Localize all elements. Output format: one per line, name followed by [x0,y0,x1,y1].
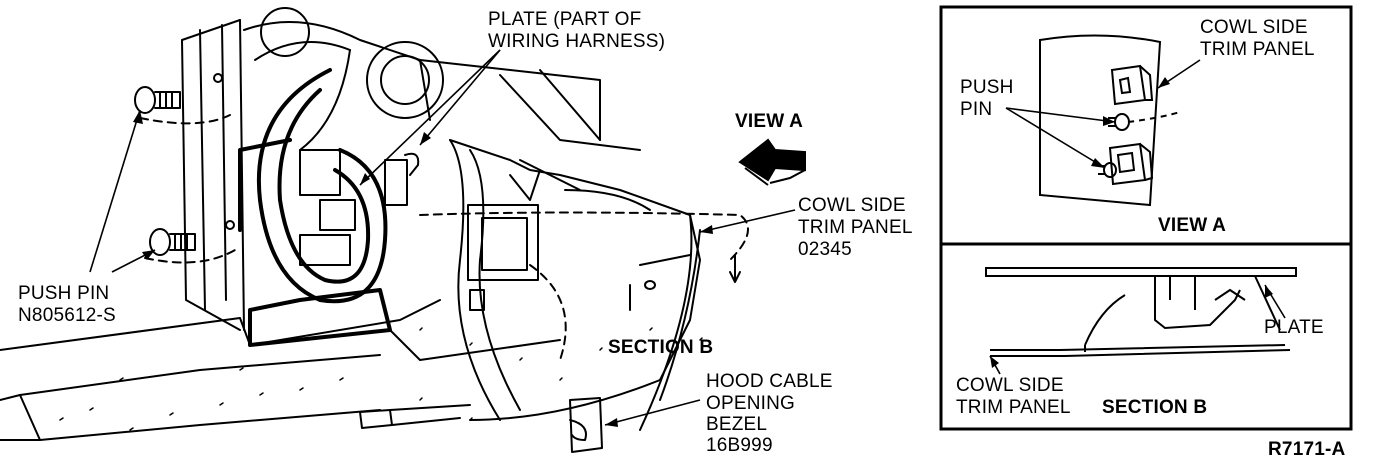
callout-cowl-part-number: 02345 [798,239,852,260]
wiring-harness [238,68,392,347]
inset-frame [939,5,1353,431]
main-illustration [0,7,749,453]
leader-arrowheads [133,110,713,427]
dash-cutout-left [260,7,310,57]
hood-cable-bezel [569,397,603,453]
leader-plate-2 [359,49,501,186]
leader-lines-main [89,49,796,426]
callout-push-pin-line1: PUSH PIN [18,283,110,304]
floor-texture [59,327,703,431]
view-a-direction-arrow [738,138,806,186]
plate-fastener [629,254,741,311]
pin-dash-upper [139,114,231,125]
inset-a-cowl-line2: TRIM PANEL [1200,39,1315,60]
callout-hood-line2: OPENING [706,393,796,414]
inset-a-push-line1: PUSH [960,77,1014,98]
inset-b-plate: PLATE [1264,317,1324,338]
pin-hole-upper [213,73,223,83]
floor-sill [0,299,561,441]
inset-b-cowl-line2: TRIM PANEL [956,397,1071,418]
label-section-b-main: SECTION B [608,337,714,358]
inset-section-b-art [985,267,1297,357]
leader-hood [604,399,701,426]
inset-b-caption: SECTION B [1102,397,1208,418]
push-pin-lower [149,228,196,256]
inset-a-cowl-line1: COWL SIDE [1200,17,1308,38]
inset-view-a-art [1039,34,1181,207]
inset-a-caption: VIEW A [1158,215,1227,236]
label-view-a-arrow: VIEW A [735,111,804,132]
leader-plate-1 [419,49,501,146]
callout-plate-line1: PLATE (PART OF [488,9,642,30]
section-b-trim-panel [990,344,1291,357]
trim-panel-pocket [467,204,539,281]
dash-cutout-right-inner [380,55,430,105]
dash-cutout-right [366,41,444,119]
inset-clip-lower [1108,142,1154,186]
pin-hole-lower [225,220,235,230]
push-pin-upper [134,86,181,114]
small-clip [469,289,485,311]
harness-connectors [299,149,420,266]
callout-hood-part-number: 16B999 [706,435,773,456]
pin-dash-lower [144,249,236,264]
cowl-panel-dashed [419,211,749,261]
leader-push-pin-upper [89,109,141,273]
callout-hood-line1: HOOD CABLE [706,371,833,392]
hood-cable-bracket [359,404,471,429]
cowl-side-trim-panel [449,139,701,431]
inset-view-a-leaders [1005,59,1201,169]
door-pillar [181,19,245,331]
callout-hood-line3: BEZEL [706,414,768,435]
figure-id: R7171-A [1268,439,1346,460]
inset-b-cowl-line1: COWL SIDE [956,375,1064,396]
inset-clip-upper [1110,64,1154,106]
callout-push-pin-line2: N805612-S [18,305,116,326]
section-b-plate-bar [985,267,1297,277]
inset-view-a-arrowheads [1091,77,1170,168]
callout-cowl-line2: TRIM PANEL [798,217,913,238]
inset-section-b-arrowheads [990,285,1273,368]
inset-a-push-line2: PIN [960,99,993,120]
leader-cowl [699,209,796,233]
callout-cowl-line1: COWL SIDE [798,195,906,216]
callout-plate-line2: WIRING HARNESS) [488,31,666,52]
